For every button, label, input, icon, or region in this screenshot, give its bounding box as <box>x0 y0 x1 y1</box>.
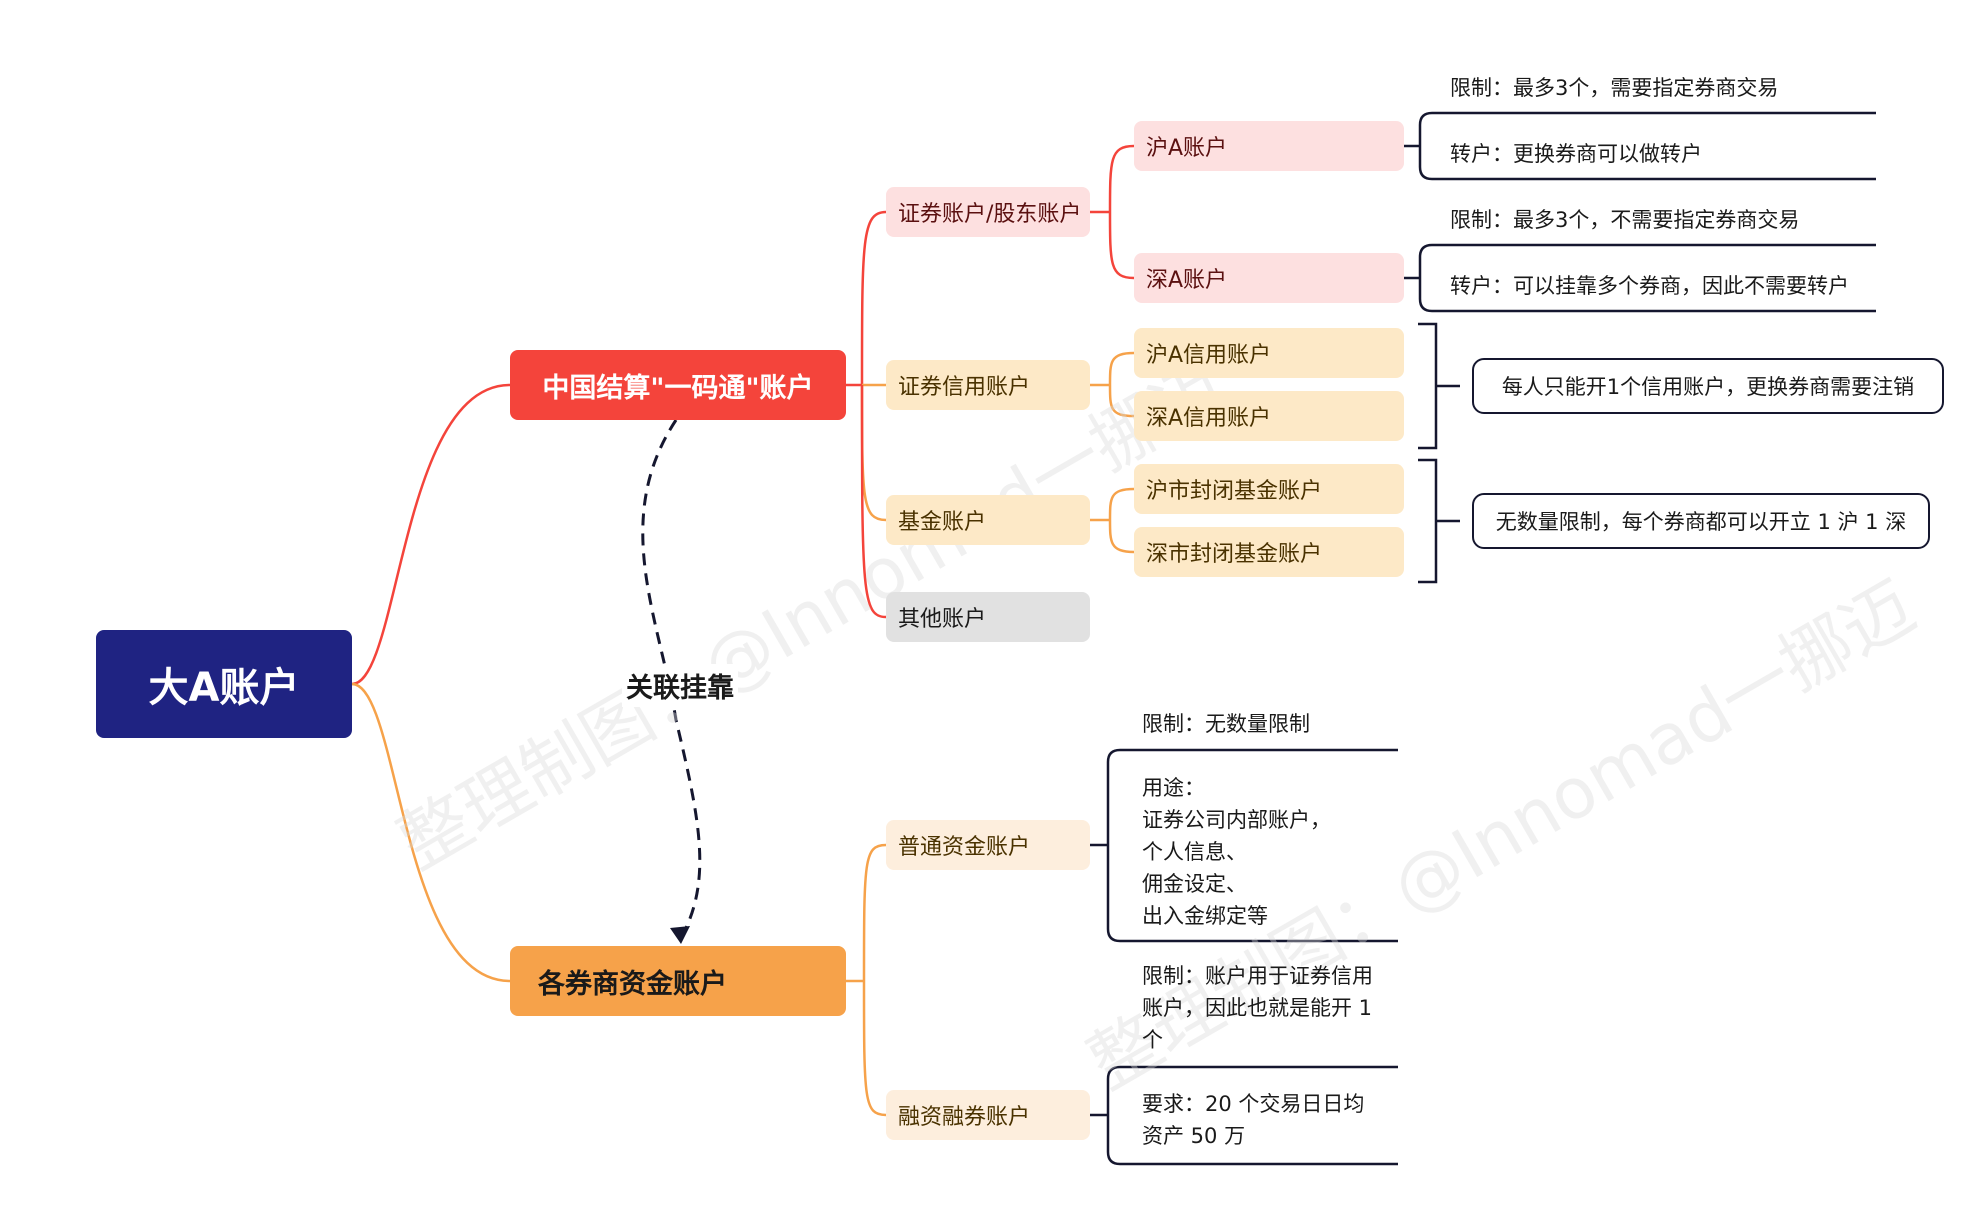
sh-a-credit-node[interactable]: 沪A信用账户 <box>1134 328 1404 378</box>
bracket-margin-notes <box>1106 1065 1398 1166</box>
bracket-fund <box>1418 458 1460 584</box>
sh-limit-note: 限制：最多3个，需要指定券商交易 <box>1450 76 1779 100</box>
credit-account-node[interactable]: 证券信用账户 <box>886 360 1090 410</box>
securities-account-node[interactable]: 证券账户/股东账户 <box>886 187 1090 237</box>
link-credit-sh <box>1108 351 1135 386</box>
sh-transfer-note: 转户：更换券商可以做转户 <box>1450 142 1702 166</box>
link-fund-sh <box>1108 487 1135 521</box>
bracket-normal-notes <box>1106 748 1398 943</box>
credit-rule-note: 每人只能开1个信用账户，更换券商需要注销 <box>1472 358 1944 414</box>
sz-limit-note: 限制：最多3个，不需要指定券商交易 <box>1450 208 1800 232</box>
link-broker-normal <box>862 843 887 982</box>
link-csdc-securities <box>860 210 887 386</box>
link-root-broker <box>351 682 511 983</box>
sz-transfer-note: 转户：可以挂靠多个券商，因此不需要转户 <box>1450 274 1849 298</box>
broker-fund-account-node[interactable]: 各券商资金账户 <box>510 946 846 1016</box>
link-sec-sz <box>1108 211 1135 280</box>
bracket-sh-notes <box>1418 111 1876 181</box>
normal-fund-account-node[interactable]: 普通资金账户 <box>886 820 1090 870</box>
margin-limit-line: 账户，因此也就是能开 1 <box>1142 996 1373 1020</box>
bracket-sz-notes <box>1418 243 1876 313</box>
normal-usage-line: 证券公司内部账户， <box>1142 808 1331 832</box>
csdc-account-node[interactable]: 中国结算"一码通"账户 <box>510 350 846 420</box>
normal-usage-line: 用途： <box>1142 776 1205 800</box>
normal-limit-note: 限制：无数量限制 <box>1142 712 1310 736</box>
fund-account-node[interactable]: 基金账户 <box>886 495 1090 545</box>
link-sec-sh <box>1108 144 1135 213</box>
sz-a-account-node[interactable]: 深A账户 <box>1134 253 1404 303</box>
sz-closed-fund-node[interactable]: 深市封闭基金账户 <box>1134 527 1404 577</box>
link-root-csdc <box>351 383 511 686</box>
fund-rule-note: 无数量限制，每个券商都可以开立 1 沪 1 深 <box>1472 493 1930 549</box>
link-csdc-fund <box>860 384 887 522</box>
margin-account-node[interactable]: 融资融券账户 <box>886 1090 1090 1140</box>
margin-limit-line: 个 <box>1142 1028 1163 1052</box>
bracket-credit <box>1418 322 1460 450</box>
margin-limit-note: 限制：账户用于证券信用 账户，因此也就是能开 1 个 <box>1142 960 1373 1056</box>
link-credit-sz <box>1108 384 1135 418</box>
link-fund-sz <box>1108 519 1135 554</box>
normal-usage-line: 出入金绑定等 <box>1142 904 1268 928</box>
link-csdc-other <box>860 384 887 619</box>
other-account-node[interactable]: 其他账户 <box>886 592 1090 642</box>
margin-require-note: 要求：20 个交易日日均 资产 50 万 <box>1142 1088 1364 1152</box>
normal-usage-line: 佣金设定、 <box>1142 872 1247 896</box>
margin-limit-line: 限制：账户用于证券信用 <box>1142 964 1373 988</box>
margin-require-line: 资产 50 万 <box>1142 1124 1246 1148</box>
margin-require-line: 要求：20 个交易日日均 <box>1142 1092 1365 1116</box>
normal-usage-line: 个人信息、 <box>1142 840 1247 864</box>
sh-closed-fund-node[interactable]: 沪市封闭基金账户 <box>1134 464 1404 514</box>
sz-a-credit-node[interactable]: 深A信用账户 <box>1134 391 1404 441</box>
relation-dashed-arrow <box>641 419 702 937</box>
relation-arrowhead <box>670 926 690 944</box>
normal-usage-note: 用途： 证券公司内部账户， 个人信息、 佣金设定、 出入金绑定等 <box>1142 772 1331 932</box>
root-node[interactable]: 大A账户 <box>96 630 352 738</box>
relation-label: 关联挂靠 <box>622 664 738 707</box>
link-broker-margin <box>862 980 887 1117</box>
sh-a-account-node[interactable]: 沪A账户 <box>1134 121 1404 171</box>
